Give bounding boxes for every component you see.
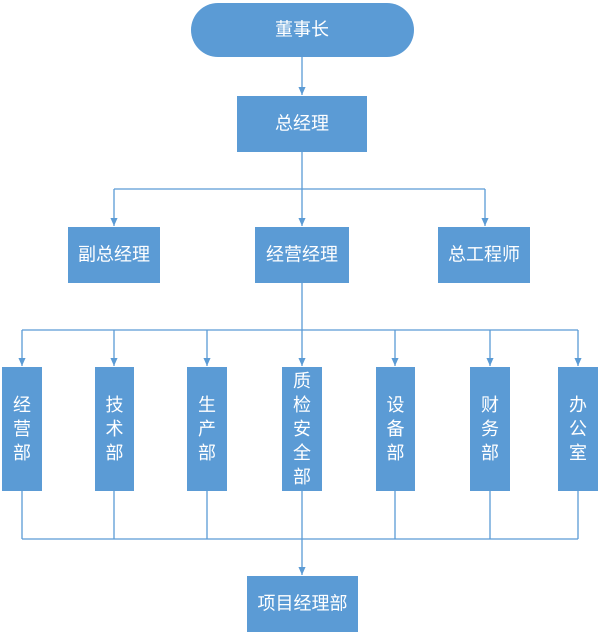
node-deputy-general-manager-label: 副总经理 [78,245,150,266]
node-operations-manager-label: 经营经理 [266,245,338,266]
node-chairman: 董事长 [191,3,414,57]
dept-production-label: 生产部 [198,395,216,464]
dept-finance-label: 财务部 [481,395,499,464]
node-general-manager: 总经理 [237,96,367,152]
node-project-manager-dept-label: 项目经理部 [258,594,348,615]
dept-business: 经营部 [2,367,42,491]
dept-production: 生产部 [187,367,227,491]
dept-equipment: 设备部 [376,367,415,491]
dept-quality-safety-label: 质检安全部 [293,371,311,488]
node-deputy-general-manager: 副总经理 [68,227,160,283]
dept-equipment-label: 设备部 [387,395,405,464]
dept-technical: 技术部 [95,367,134,491]
dept-office: 办公室 [558,367,598,491]
node-chief-engineer-label: 总工程师 [448,245,520,266]
dept-quality-safety: 质检安全部 [282,367,322,491]
node-chief-engineer: 总工程师 [438,227,530,283]
dept-office-label: 办公室 [569,395,587,464]
node-operations-manager: 经营经理 [255,227,349,283]
department-nodes: 经营部 技术部 生产部 质检安全部 设备部 财务部 办公室 [2,367,598,491]
dept-business-label: 经营部 [13,395,31,464]
node-chairman-label: 董事长 [275,20,329,41]
node-general-manager-label: 总经理 [275,114,329,135]
node-project-manager-dept: 项目经理部 [247,576,358,632]
dept-technical-label: 技术部 [106,395,124,464]
dept-finance: 财务部 [470,367,510,491]
connector-lines [18,57,582,575]
